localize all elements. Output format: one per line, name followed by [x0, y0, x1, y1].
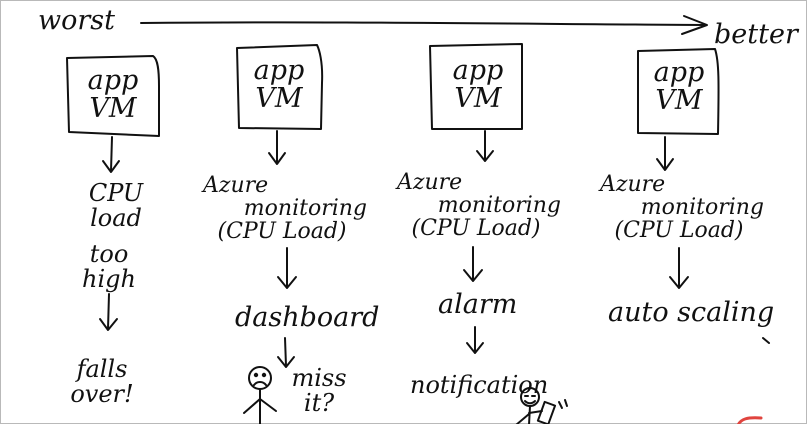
notification-label: notification: [410, 371, 549, 399]
monitoring-3-line1: Azure: [397, 170, 463, 195]
arrow-col4-a-head: [656, 158, 674, 171]
monitoring-3-line2: monitoring: [437, 193, 561, 219]
worst-label: worst: [38, 5, 115, 36]
miss-it-note: miss it?: [284, 364, 354, 418]
red-mark: [736, 416, 763, 424]
monitoring-2-line2: monitoring: [243, 196, 367, 222]
dashboard-label: dashboard: [235, 302, 380, 333]
falls-over-line2: over!: [70, 380, 134, 409]
vm-box-4-line2: VM: [655, 85, 703, 117]
monitoring-3-note: Azure monitoring (CPU Load): [391, 171, 561, 240]
vm-box-3-label: app VM: [435, 55, 521, 115]
cpu-load-line1: CPU: [88, 179, 144, 207]
confused-person-sketch: [243, 366, 277, 424]
vm-box-4: [637, 48, 720, 135]
too-high-line2: high: [82, 265, 136, 294]
vm-box-1: [66, 55, 160, 137]
miss-it-line1: miss: [291, 364, 347, 392]
better-label: better: [714, 19, 798, 50]
monitoring-2-note: Azure monitoring (CPU Load): [197, 174, 367, 243]
arrow-col2-b-head: [277, 276, 297, 289]
vm-box-4-line1: app: [653, 57, 705, 88]
arrow-col4-b-head: [669, 276, 689, 289]
vm-box-1-line1: app: [87, 65, 139, 96]
arrow-col2-a-head: [268, 152, 286, 165]
scale-arrow-head: [681, 15, 708, 35]
miss-it-line2: it?: [303, 389, 335, 418]
arrow-col3-c-head: [466, 342, 484, 354]
arrow-col3-a-head: [476, 150, 494, 162]
vm-box-4-label: app VM: [640, 57, 718, 117]
cpu-load-line2: load: [90, 204, 142, 233]
vm-box-1-label: app VM: [73, 65, 153, 125]
monitoring-2-line3: (CPU Load): [217, 219, 347, 245]
alarm-label: alarm: [438, 289, 518, 320]
vm-box-2-line1: app: [253, 55, 305, 86]
arrow-col1-a: [110, 136, 113, 172]
falls-over-line1: falls: [76, 355, 128, 383]
too-high-note: too high: [64, 240, 154, 294]
vm-box-3-line1: app: [452, 55, 504, 86]
person-with-phone-sketch: [515, 387, 568, 424]
vm-box-1-line2: VM: [89, 93, 137, 125]
monitoring-4-line3: (CPU Load): [614, 218, 744, 244]
arrow-col2-c-head: [277, 356, 295, 368]
monitoring-4-line2: monitoring: [640, 195, 764, 221]
arrow-col2-c: [284, 337, 287, 367]
monitoring-2-line1: Azure: [203, 173, 269, 198]
pen-mark: [762, 337, 770, 344]
falls-over-note: falls over!: [52, 355, 152, 409]
monitoring-3-line3: (CPU Load): [411, 216, 541, 242]
arrow-col1-b: [107, 293, 110, 330]
arrow-col1-a-head: [102, 160, 120, 173]
vm-box-2-line2: VM: [255, 83, 303, 115]
vm-box-2-label: app VM: [239, 55, 319, 115]
arrow-col3-b-head: [463, 269, 483, 282]
auto-scaling-label: auto scaling: [608, 297, 775, 328]
vm-box-2: [236, 44, 324, 130]
scale-arrow-line: [140, 21, 707, 26]
vm-box-3-line2: VM: [454, 83, 502, 115]
monitoring-4-line1: Azure: [600, 172, 666, 197]
arrow-col1-b-head: [99, 318, 118, 331]
vm-box-3: [429, 43, 523, 130]
cpu-load-note: CPU load: [71, 179, 161, 233]
too-high-line1: too: [89, 240, 129, 268]
monitoring-4-note: Azure monitoring (CPU Load): [594, 173, 764, 242]
